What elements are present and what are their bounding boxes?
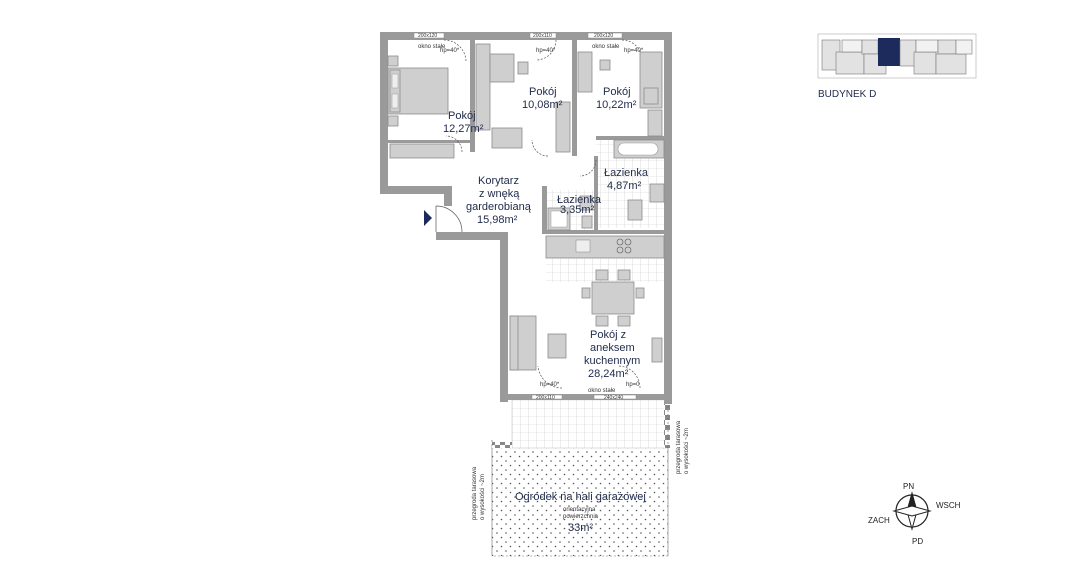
partition-right xyxy=(664,398,670,448)
compass-west: ZACH xyxy=(868,516,890,525)
living-line1: Pokój z xyxy=(590,329,626,341)
living-area: 28,24m² xyxy=(588,368,629,380)
partition-left-line1: przegroda tarasowa xyxy=(472,466,478,520)
bedroom3-area: 10,22m² xyxy=(596,99,637,111)
hp-label-1: hp=40* xyxy=(440,48,460,54)
partition-right-line1: przegroda tarasowa xyxy=(676,420,682,474)
window-dim-4: 200x110 xyxy=(536,395,555,401)
garden-area: 33m² xyxy=(568,522,593,534)
okno-stale-2: okno stałe xyxy=(592,44,620,50)
corridor-line2: z wnęką xyxy=(479,188,520,200)
bedroom2-area: 10,08m² xyxy=(522,99,563,111)
corridor-line3: garderobianą xyxy=(466,201,532,213)
entrance-marker-icon xyxy=(424,210,432,226)
partition-notes: przegroda tarasowa o wysokości ~2m przeg… xyxy=(472,420,690,520)
window-dim-5: 240x240 xyxy=(604,395,623,401)
garden-name: Ogródek na hali garażowej xyxy=(515,491,646,503)
highlighted-apartment xyxy=(878,38,900,66)
window-dim-1: 200x120 xyxy=(418,33,437,39)
okno-stale-3: okno stałe xyxy=(588,388,616,394)
compass-east: WSCH xyxy=(936,501,961,510)
bedroom3-name: Pokój xyxy=(603,86,631,98)
walls xyxy=(380,32,672,404)
partition-right-line2: o wysokości ~2m xyxy=(684,428,690,474)
partition-left xyxy=(492,442,512,448)
furniture xyxy=(387,43,665,371)
building-keyplan: BUDYNEK D xyxy=(817,33,977,100)
bath1-name: Łazienka xyxy=(604,167,649,179)
garden-note2: powierzchnia xyxy=(563,514,599,520)
partition-left-line2: o wysokości ~2m xyxy=(480,474,486,520)
bedroom1-name: Pokój xyxy=(448,110,476,122)
garden xyxy=(491,397,670,557)
corridor-area: 15,98m² xyxy=(477,214,518,226)
hp-label-2: hp=40* xyxy=(536,48,556,54)
compass-north: PN xyxy=(903,482,914,491)
hp-label-3: hp=40* xyxy=(624,48,644,54)
living-line3: kuchennym xyxy=(584,355,640,367)
window-dim-3: 200x120 xyxy=(594,33,613,39)
bedroom2-name: Pokój xyxy=(529,86,557,98)
building-label: BUDYNEK D xyxy=(818,89,876,100)
compass-icon: PN WSCH ZACH PD xyxy=(868,482,961,546)
okno-stale-1: okno stałe xyxy=(418,44,446,50)
bath2-area: 3,35m² xyxy=(560,204,595,216)
hp-label-4: hp=40* xyxy=(540,382,560,388)
living-line2: aneksem xyxy=(590,342,635,354)
bath1-area: 4,87m² xyxy=(607,180,642,192)
window-dim-2: 200x110 xyxy=(533,33,552,39)
bedroom1-area: 12,27m² xyxy=(443,123,484,135)
room-labels: Pokój 12,27m² Pokój 10,08m² Pokój 10,22m… xyxy=(443,86,649,534)
hp-label-5: hp=0 xyxy=(626,382,640,388)
corridor-line1: Korytarz xyxy=(478,175,519,187)
compass-south: PD xyxy=(912,537,923,546)
bath2-name: Łazienka xyxy=(557,194,602,206)
garden-note1: orientacyjna xyxy=(563,507,596,513)
